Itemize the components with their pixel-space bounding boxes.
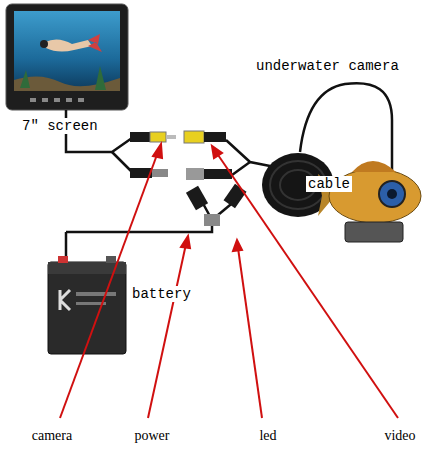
monitor-screen bbox=[6, 4, 128, 110]
part-label: underwater camera bbox=[254, 58, 401, 74]
part-label: camera bbox=[30, 428, 74, 444]
pointer-arrows bbox=[60, 144, 398, 418]
part-label: battery bbox=[130, 286, 193, 302]
underwater-camera-illustration bbox=[318, 161, 421, 242]
part-label: power bbox=[133, 428, 172, 444]
part-label: video bbox=[382, 428, 417, 444]
part-label: cable bbox=[306, 176, 352, 192]
part-label: led bbox=[257, 428, 278, 444]
part-label: 7" screen bbox=[20, 118, 100, 134]
